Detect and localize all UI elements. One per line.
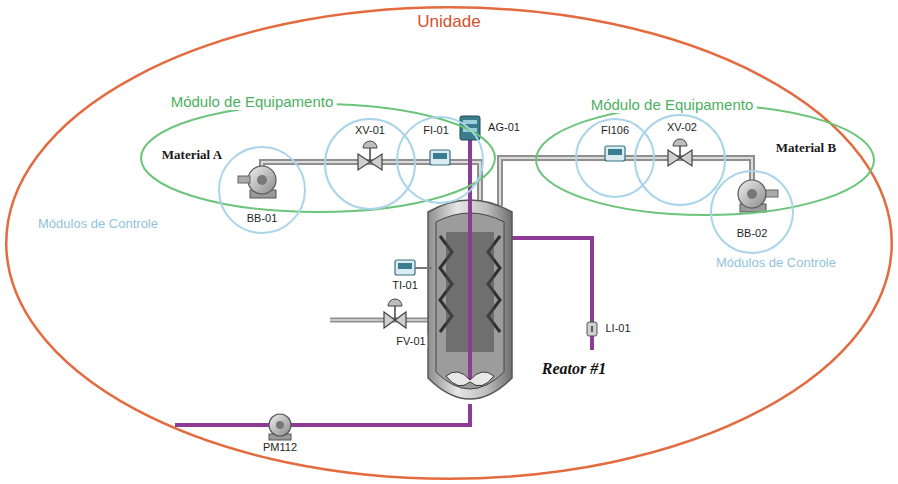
- control-module: FI-01: [396, 116, 484, 204]
- unit-title: Unidade: [414, 12, 483, 32]
- equipment-tag: XV-02: [664, 121, 700, 134]
- flow-meter: [430, 150, 450, 165]
- tag-label: TI-01: [390, 279, 420, 292]
- control-module: FI106: [575, 118, 655, 198]
- equipment-tag: BB-01: [244, 212, 281, 225]
- agitator-part: [446, 372, 494, 386]
- material-label: Material A: [160, 148, 224, 163]
- equipment-module-shape: [536, 105, 874, 215]
- pump-symbol-part: [269, 414, 291, 436]
- equipment-tag: FI106: [598, 124, 632, 137]
- control-module: BB-01: [218, 146, 306, 234]
- flow-meter-part: [605, 146, 625, 161]
- equipment-module-shape: [141, 104, 495, 212]
- pump-symbol-part: [238, 176, 250, 183]
- pipe-part: [500, 158, 752, 206]
- pump-symbol-part: [738, 180, 766, 208]
- equipment-module: Módulo de EquipamentoFI106XV-02BB-02: [535, 104, 875, 216]
- pump-symbol-part: [766, 190, 778, 197]
- purple-pipe-part: [175, 404, 470, 425]
- equipment-module-outline: [535, 104, 875, 216]
- valve-symbol-part: [679, 146, 681, 158]
- agitator: [446, 116, 494, 386]
- valve-symbol: [384, 299, 406, 328]
- level-indicator-part: [587, 322, 597, 336]
- purple-pipe-part: [510, 238, 592, 350]
- material-label: Material B: [774, 141, 838, 156]
- pump-symbol: [269, 414, 291, 440]
- flow-meter: [605, 146, 625, 161]
- temperature-indicator-part: [415, 267, 432, 269]
- control-module-shape: [576, 119, 654, 197]
- control-module-shape: [397, 117, 483, 203]
- reactor-label: Reator #1: [540, 360, 608, 378]
- pipe-part: [330, 318, 432, 323]
- temperature-indicator-part: [398, 263, 412, 269]
- control-module: BB-02: [710, 170, 794, 254]
- agitator-part: [463, 120, 477, 124]
- unit-ellipse-shape: [6, 7, 892, 479]
- valve-symbol-part: [673, 139, 687, 146]
- control-module-shape: [325, 119, 415, 209]
- pipe-part: [500, 158, 752, 206]
- tag-label: FV-01: [394, 335, 427, 348]
- control-module-shape: [219, 147, 305, 233]
- valve-symbol: [668, 139, 692, 166]
- valve-symbol: [358, 141, 382, 170]
- tag-label: PM112: [261, 441, 299, 454]
- flow-meter-part: [608, 149, 622, 155]
- pump-symbol-part: [276, 421, 284, 429]
- equipment-tag: XV-01: [352, 124, 388, 137]
- pump-symbol-part: [248, 166, 276, 194]
- flow-meter-part: [433, 153, 447, 159]
- tag-label: AG-01: [486, 121, 522, 134]
- valve-symbol-part: [394, 306, 396, 320]
- control-module-shape: [711, 171, 793, 253]
- temperature-indicator-part: [395, 260, 415, 275]
- control-module-shape: [635, 115, 725, 205]
- pipe-part: [262, 162, 480, 206]
- temperature-indicator: [395, 260, 432, 275]
- valve-symbol-part: [363, 141, 377, 148]
- tag-label: LI-01: [603, 322, 632, 335]
- equipment-tag: BB-02: [734, 227, 771, 240]
- purple-pipe: [175, 238, 592, 425]
- flow-meter-part: [430, 150, 450, 165]
- pipe-part: [330, 319, 432, 321]
- pump-symbol: [238, 166, 276, 198]
- agitator-part: [463, 128, 477, 132]
- module-title: Módulo de Equipamento: [168, 93, 337, 110]
- control-module: XV-01: [324, 118, 416, 210]
- agitator-part: [468, 140, 472, 382]
- valve-symbol-part: [388, 299, 402, 306]
- control-module-outline: [710, 170, 794, 254]
- control-module: XV-02: [634, 114, 726, 206]
- pump-symbol: [738, 180, 778, 212]
- pump-symbol-part: [747, 189, 757, 199]
- equipment-tag: FI-01: [420, 124, 452, 137]
- module-title: Módulo de Equipamento: [588, 96, 757, 113]
- unit-ellipse: UnidadeMódulo de EquipamentoBB-01 XV-01 FI…: [5, 6, 893, 480]
- control-modules-label: Módulos de Controle: [36, 217, 160, 232]
- valve-symbol-part: [369, 148, 371, 162]
- pump-symbol-part: [257, 175, 267, 185]
- pipe-part: [262, 162, 480, 206]
- level-indicator: [587, 322, 597, 336]
- level-indicator-part: [591, 326, 593, 332]
- control-modules-label: Módulos de Controle: [714, 256, 838, 271]
- unit-ellipse-outline: [5, 6, 893, 480]
- agitator-part: [460, 116, 480, 140]
